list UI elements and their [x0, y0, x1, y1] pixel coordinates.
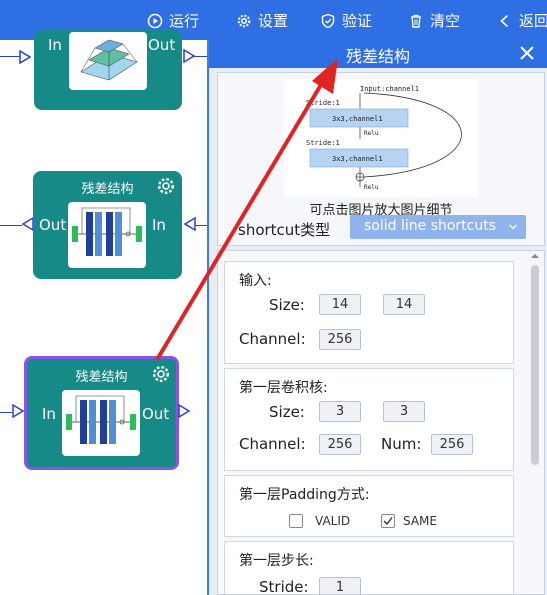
- shield-check-icon: [321, 13, 335, 28]
- diagram-conv-label: 3x3,channel1: [332, 115, 383, 123]
- node-title: 残差结构: [81, 182, 134, 197]
- kernel-channel-field[interactable]: 256: [319, 434, 361, 455]
- residual-thumbnail: [62, 390, 140, 456]
- node-in-label: In: [42, 405, 56, 423]
- residual-diagram-image[interactable]: Input:channel1 Stride:1 3x3,channel1 Rel…: [284, 79, 478, 197]
- channel-label: Channel:: [239, 435, 306, 453]
- panel-title: 残差结构: [345, 47, 410, 66]
- section-title: 第一层卷积核:: [239, 380, 328, 396]
- kernel-num-field[interactable]: 256: [431, 434, 473, 455]
- shortcut-selected-value: solid line shortcuts: [364, 218, 497, 234]
- gear-icon[interactable]: [151, 364, 171, 384]
- wire: [184, 56, 208, 57]
- network-canvas[interactable]: In Out 残差结构 Out In: [0, 30, 210, 595]
- panel-header: 残差结构: [209, 40, 547, 68]
- input-port-icon[interactable]: [11, 404, 25, 418]
- section-title: 第一层Padding方式:: [239, 487, 370, 503]
- node-out-label: Out: [148, 36, 176, 54]
- padding-section: 第一层Padding方式: VALID SAME: [224, 475, 514, 537]
- settings-button[interactable]: 设置: [236, 10, 288, 31]
- gear-icon[interactable]: [156, 176, 176, 196]
- diagram-relu-label: Relu: [364, 130, 379, 137]
- output-port-icon[interactable]: [177, 404, 191, 418]
- diagram-conv-label: 3x3,channel1: [332, 155, 383, 163]
- run-button[interactable]: 运行: [147, 10, 199, 31]
- checkmark-icon: [383, 517, 393, 526]
- padding-same-label: SAME: [403, 514, 437, 528]
- scroll-thumb[interactable]: [531, 265, 539, 465]
- input-size-height-field[interactable]: 14: [383, 294, 425, 315]
- section-title: 输入:: [239, 273, 272, 289]
- gear-icon: [237, 14, 251, 27]
- kernel-size-height-field[interactable]: 3: [383, 401, 425, 422]
- run-label: 运行: [169, 12, 200, 30]
- input-channel-field[interactable]: 256: [319, 329, 361, 350]
- wire: [0, 225, 22, 226]
- diagram-input-label: Input:channel1: [360, 85, 419, 93]
- wire: [0, 56, 20, 57]
- chevron-down-icon: [509, 224, 517, 230]
- padding-same-checkbox[interactable]: [381, 514, 395, 528]
- shortcut-type-select[interactable]: solid line shortcuts: [350, 215, 526, 239]
- output-port-icon[interactable]: [182, 49, 196, 63]
- stride-label: Stride:: [259, 578, 309, 595]
- channel-label: Channel:: [239, 330, 306, 348]
- clear-button[interactable]: 清空: [408, 10, 460, 31]
- diagram-relu-label: Relu: [364, 184, 379, 191]
- back-button[interactable]: 返回: [497, 10, 547, 31]
- diagram-shortcut-line: [363, 92, 462, 178]
- property-panel: 残差结构 Input:channel1 Stride:1 3x3,channel…: [207, 40, 547, 595]
- trash-icon: [411, 14, 421, 28]
- diagram-stride-label: Stride:1: [306, 99, 340, 107]
- residual-thumbnail: [68, 202, 146, 268]
- node-out-label: Out: [142, 405, 170, 423]
- parameter-form[interactable]: 输入: Size: 14 14 Channel: 256 第一层卷积核: Siz…: [217, 250, 545, 595]
- input-section: 输入: Size: 14 14 Channel: 256: [224, 261, 514, 364]
- diagram-stride-label: Stride:1: [306, 139, 340, 147]
- input-size-width-field[interactable]: 14: [319, 294, 361, 315]
- chevron-left-icon: [500, 14, 509, 27]
- node-title: 残差结构: [75, 370, 128, 385]
- num-label: Num:: [381, 435, 422, 453]
- conv-thumbnail: [69, 32, 147, 90]
- kernel-size-width-field[interactable]: 3: [319, 401, 361, 422]
- residual-node-selected[interactable]: 残差结构 In Out: [24, 356, 179, 470]
- scroll-up-arrow-icon[interactable]: [528, 251, 542, 261]
- validate-label: 验证: [342, 12, 373, 30]
- stride-field[interactable]: 1: [319, 577, 361, 594]
- preview-card: Input:channel1 Stride:1 3x3,channel1 Rel…: [217, 72, 545, 246]
- settings-label: 设置: [258, 12, 289, 30]
- size-label: Size:: [269, 403, 305, 421]
- node-out-label: Out: [39, 216, 67, 234]
- node-in-label: In: [152, 216, 166, 234]
- stride-section: 第一层步长: Stride: 1: [224, 541, 514, 595]
- kernel-section: 第一层卷积核: Size: 3 3 Channel: 256 Num: 256: [224, 368, 514, 471]
- shortcut-label: shortcut类型: [238, 221, 331, 239]
- size-label: Size:: [269, 296, 305, 314]
- input-port-icon[interactable]: [18, 50, 32, 64]
- wire: [0, 412, 12, 413]
- input-port-icon[interactable]: [183, 217, 197, 231]
- preview-caption: 可点击图片放大图片细节: [309, 203, 453, 218]
- form-scrollbar[interactable]: [528, 251, 542, 594]
- residual-node[interactable]: 残差结构 Out In: [33, 171, 182, 279]
- conv-node[interactable]: In Out: [34, 30, 182, 110]
- padding-valid-label: VALID: [315, 514, 351, 528]
- section-title: 第一层步长:: [239, 553, 314, 569]
- play-icon: [147, 13, 163, 28]
- back-label: 返回: [519, 12, 547, 30]
- close-icon[interactable]: [517, 43, 537, 63]
- clear-label: 清空: [430, 12, 461, 30]
- padding-valid-checkbox[interactable]: [289, 514, 303, 528]
- node-in-label: In: [48, 36, 62, 54]
- validate-button[interactable]: 验证: [320, 10, 372, 31]
